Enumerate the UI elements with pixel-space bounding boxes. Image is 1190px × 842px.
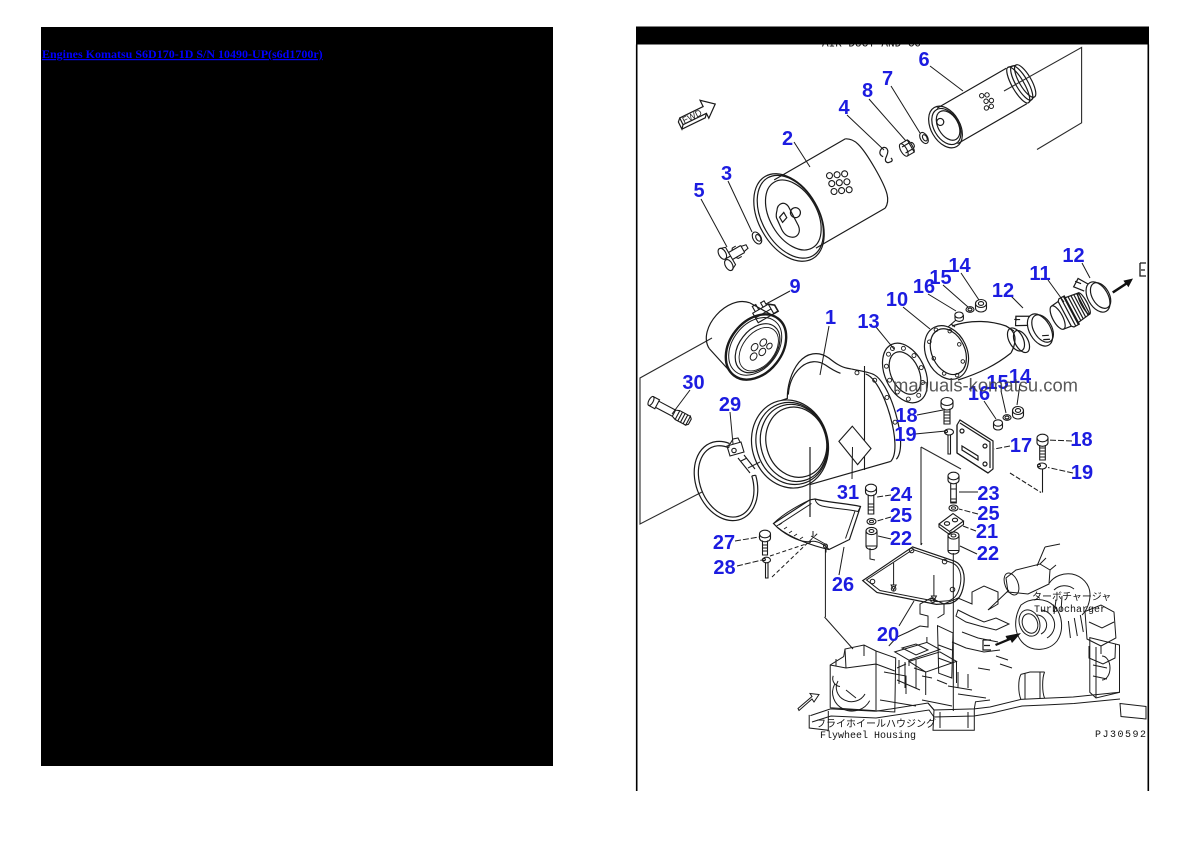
svg-text:13: 13 (857, 311, 879, 333)
svg-text:Turbocharger: Turbocharger (1034, 604, 1106, 616)
svg-text:PJ30592: PJ30592 (1095, 730, 1148, 741)
svg-text:7: 7 (882, 68, 893, 90)
svg-text:21: 21 (976, 521, 998, 543)
svg-text:15: 15 (986, 372, 1008, 394)
svg-text:17: 17 (1010, 435, 1032, 457)
svg-text:16: 16 (968, 383, 990, 405)
svg-text:14: 14 (1009, 366, 1032, 388)
svg-text:19: 19 (1071, 462, 1093, 484)
svg-text:1: 1 (825, 307, 836, 329)
svg-text:フライホイールハウジング: フライホイールハウジング (816, 717, 936, 731)
svg-text:8: 8 (862, 80, 873, 102)
svg-text:manuals-komatsu.com: manuals-komatsu.com (893, 375, 1078, 396)
svg-text:12: 12 (1062, 245, 1084, 267)
svg-text:19: 19 (894, 424, 916, 446)
svg-text:30: 30 (682, 372, 704, 394)
svg-text:23: 23 (977, 483, 999, 505)
svg-text:15: 15 (929, 267, 951, 289)
svg-text:11: 11 (1029, 263, 1050, 285)
svg-text:4: 4 (838, 97, 850, 119)
svg-text:16: 16 (913, 276, 935, 298)
svg-text:2: 2 (782, 128, 793, 150)
svg-text:Flywheel Housing: Flywheel Housing (820, 730, 916, 742)
svg-text:24: 24 (890, 484, 913, 506)
svg-text:12: 12 (992, 280, 1014, 302)
svg-text:10: 10 (886, 289, 908, 311)
svg-text:5: 5 (693, 180, 704, 202)
svg-text:29: 29 (719, 394, 741, 416)
svg-text:6: 6 (918, 49, 929, 71)
svg-text:25: 25 (977, 503, 999, 525)
svg-text:FWD: FWD (681, 107, 704, 125)
svg-text:18: 18 (895, 405, 917, 427)
svg-text:18: 18 (1070, 429, 1092, 451)
svg-text:22: 22 (890, 528, 912, 550)
svg-text:22: 22 (977, 543, 999, 565)
svg-text:27: 27 (713, 532, 735, 554)
svg-text:25: 25 (890, 505, 912, 527)
svg-text:14: 14 (948, 255, 971, 277)
svg-text:20: 20 (877, 624, 899, 646)
svg-text:ターボチャージャ: ターボチャージャ (1032, 591, 1111, 604)
svg-text:3: 3 (721, 163, 732, 185)
svg-text:26: 26 (832, 574, 854, 596)
svg-text:AIR DUCT AND CONNECTION: AIR DUCT AND CONNECTION (822, 39, 974, 51)
svg-text:Engines Komatsu S6D170-1D S/N: Engines Komatsu S6D170-1D S/N 10490-UP(s… (42, 47, 323, 61)
svg-text:9: 9 (789, 276, 800, 298)
svg-text:28: 28 (713, 557, 735, 579)
svg-text:31: 31 (837, 482, 859, 504)
